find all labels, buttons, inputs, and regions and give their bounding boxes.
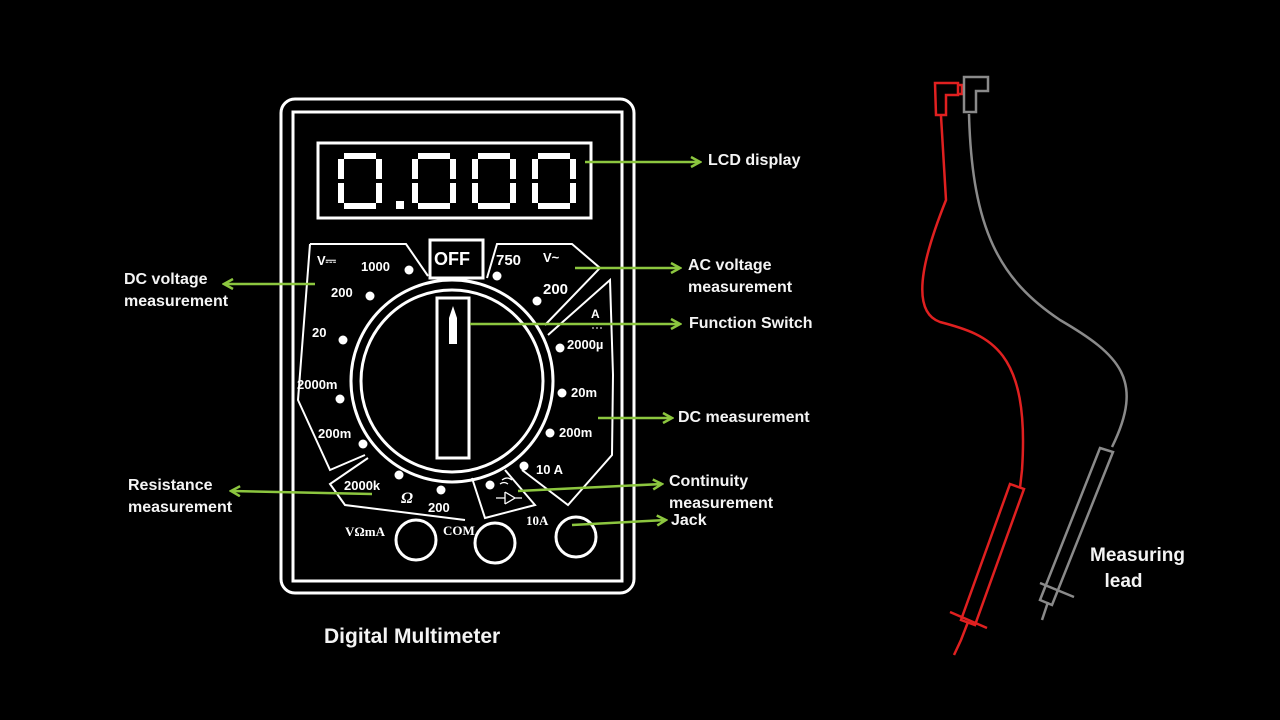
- function-switch[interactable]: [349, 278, 555, 484]
- dcv-range-2000m: 2000m: [297, 377, 337, 392]
- dca-range-10a: 10 A: [536, 462, 564, 477]
- label-ac-voltage-line2: measurement: [688, 279, 793, 296]
- diagram-title: Digital Multimeter: [324, 625, 501, 648]
- lcd-segment-f: [338, 159, 344, 179]
- lcd-segment-a: [344, 153, 376, 159]
- label-dc-voltage-line1: DC voltage: [124, 271, 208, 288]
- label-dc-measurement: DC measurement: [678, 409, 810, 426]
- lcd-segment-c: [450, 183, 456, 203]
- acv-symbol: V~: [543, 250, 560, 265]
- lcd-segment-c: [570, 183, 576, 203]
- dcv-range-20: 20: [312, 325, 326, 340]
- ohm-range-200: 200: [428, 500, 450, 515]
- black-measuring-lead: [962, 75, 1128, 621]
- lcd-segment-e: [472, 183, 478, 203]
- lcd-display: [316, 141, 593, 220]
- jack-label-com: COM: [443, 523, 475, 538]
- lcd-segment-a: [478, 153, 510, 159]
- label-lcd-display: LCD display: [708, 152, 801, 169]
- label-dc-voltage: DC voltage measurement: [124, 269, 228, 313]
- label-dc-voltage-line2: measurement: [124, 293, 229, 310]
- label-continuity: Continuity measurement: [669, 471, 773, 515]
- lcd-decimal-point: [396, 201, 404, 209]
- lcd-segment-b: [570, 159, 576, 179]
- dca-range-200m: 200m: [559, 425, 592, 440]
- label-resistance-line1: Resistance: [128, 477, 213, 494]
- lcd-segment-f: [412, 159, 418, 179]
- label-measuring-lead-line2: lead: [1104, 571, 1143, 592]
- jack-com[interactable]: [473, 521, 517, 565]
- lcd-segment-b: [450, 159, 456, 179]
- dcv-range-1000: 1000: [361, 259, 390, 274]
- dca-range-2000u: 2000µ: [567, 337, 603, 352]
- acv-range-200: 200: [543, 281, 568, 298]
- lcd-segment-e: [532, 183, 538, 203]
- jack-label-vohm-ma: VΩmA: [345, 524, 386, 539]
- lcd-segment-a: [538, 153, 570, 159]
- annotation-arrows: [224, 162, 700, 525]
- lcd-segment-d: [344, 203, 376, 209]
- dcv-symbol: V⎓: [317, 253, 337, 268]
- diode-buzzer-icon: [496, 477, 522, 505]
- lcd-segment-b: [510, 159, 516, 179]
- lcd-digit: [338, 153, 382, 209]
- label-continuity-line1: Continuity: [669, 473, 749, 490]
- lcd-segment-f: [532, 159, 538, 179]
- pointer-arrow-icon: [449, 306, 457, 344]
- label-resistance-line2: measurement: [128, 499, 233, 516]
- label-function-switch: Function Switch: [689, 315, 813, 332]
- lcd-segment-d: [478, 203, 510, 209]
- dca-range-20m: 20m: [571, 385, 597, 400]
- lcd-segment-c: [510, 183, 516, 203]
- ohm-range-2000k: 2000k: [344, 478, 381, 493]
- label-continuity-line2: measurement: [669, 495, 774, 512]
- jacks: VΩmA COM 10A: [345, 513, 598, 565]
- label-resistance: Resistance measurement: [128, 475, 232, 519]
- acv-range-750: 750: [496, 252, 521, 269]
- label-jack: Jack: [671, 512, 707, 529]
- red-measuring-lead: [921, 81, 1026, 656]
- dcv-range-200: 200: [331, 285, 353, 300]
- lcd-digit: [472, 153, 516, 209]
- meter-body: [279, 97, 636, 595]
- lcd-segment-e: [412, 183, 418, 203]
- label-measuring-lead-line1: Measuring: [1090, 545, 1186, 566]
- dial-labels: V⎓ 1000 200 20 2000m 200m OFF 750 V~ 200…: [297, 249, 604, 515]
- lcd-digit: [412, 153, 456, 209]
- label-ac-voltage: AC voltage measurement: [688, 255, 792, 299]
- lcd-segment-f: [472, 159, 478, 179]
- lcd-segment-a: [418, 153, 450, 159]
- label-ac-voltage-line1: AC voltage: [688, 257, 772, 274]
- lcd-segment-d: [418, 203, 450, 209]
- lcd-digits: [338, 153, 576, 209]
- lcd-segment-d: [538, 203, 570, 209]
- label-measuring-lead: Measuring lead: [1090, 543, 1185, 595]
- off-label: OFF: [434, 249, 470, 269]
- dca-symbol: A: [591, 307, 600, 321]
- jack-vohm-ma[interactable]: [394, 518, 438, 562]
- lcd-segment-e: [338, 183, 344, 203]
- lcd-digit: [532, 153, 576, 209]
- jack-label-10a: 10A: [526, 513, 549, 528]
- dcv-range-200m: 200m: [318, 426, 351, 441]
- jack-10a[interactable]: [554, 515, 598, 559]
- lcd-segment-c: [376, 183, 382, 203]
- ohm-symbol: Ω: [401, 490, 413, 507]
- lcd-segment-b: [376, 159, 382, 179]
